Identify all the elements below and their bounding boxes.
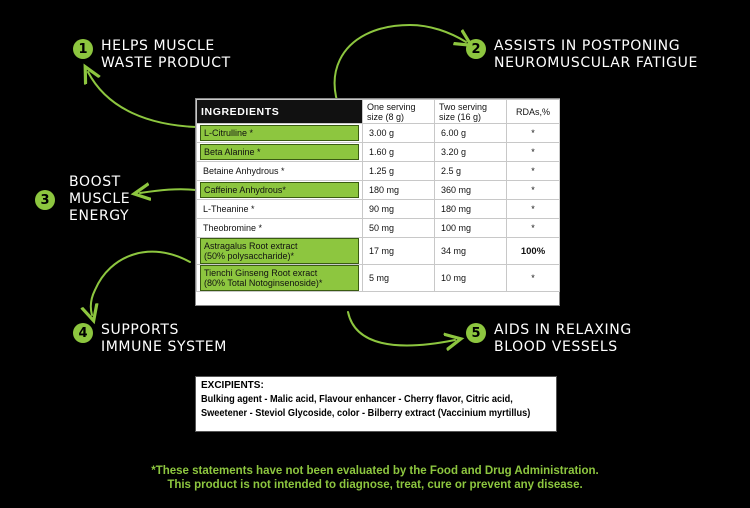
two-serving-value: 2.5 g	[434, 161, 507, 181]
benefit-4-text: SUPPORTS IMMUNE SYSTEM	[101, 322, 227, 355]
ingredient-name: Beta Alanine *	[196, 142, 363, 162]
number-badge-2: 2	[466, 39, 486, 59]
ingredient-name: Tienchi Ginseng Root exract(80% Total No…	[196, 264, 363, 292]
rdas-header: RDAs,%	[506, 99, 560, 124]
ingredient-name: L-Citrulline *	[196, 123, 363, 143]
rda-value: *	[506, 218, 560, 238]
arrow-to-benefit-1	[88, 72, 197, 128]
table-row: Tienchi Ginseng Root exract(80% Total No…	[196, 264, 560, 292]
one-serving-value: 17 mg	[362, 237, 435, 265]
benefit-1-text: HELPS MUSCLE WASTE PRODUCT	[101, 38, 231, 71]
table-row: Beta Alanine * 1.60 g 3.20 g *	[196, 142, 560, 162]
rda-value: *	[506, 142, 560, 162]
one-serving-value: 1.25 g	[362, 161, 435, 181]
rda-value: *	[506, 161, 560, 181]
two-serving-value: 34 mg	[434, 237, 507, 265]
excipients-title: EXCIPIENTS:	[201, 380, 264, 391]
ingredient-name: Caffeine Anhydrous*	[196, 180, 363, 200]
two-serving-value: 3.20 g	[434, 142, 507, 162]
table-row: Astragalus Root extract(50% polysacchari…	[196, 237, 560, 265]
arrow-to-benefit-3	[140, 189, 197, 193]
number-badge-1: 1	[73, 39, 93, 59]
two-serving-value: 180 mg	[434, 199, 507, 219]
benefit-2-text: ASSISTS IN POSTPONING NEUROMUSCULAR FATI…	[494, 38, 698, 71]
one-serving-value: 5 mg	[362, 264, 435, 292]
number-badge-4: 4	[73, 323, 93, 343]
disclaimer-line-1: *These statements have not been evaluate…	[151, 465, 599, 477]
table-row: L-Theanine * 90 mg 180 mg *	[196, 199, 560, 219]
disclaimer-line-2: This product is not intended to diagnose…	[167, 479, 583, 491]
rda-value: 100%	[506, 237, 560, 265]
one-serving-value: 3.00 g	[362, 123, 435, 143]
benefit-3: 3 BOOST MUSCLE ENERGY	[35, 174, 130, 225]
ingredients-header: INGREDIENTS	[196, 99, 363, 124]
table-row: L-Citrulline * 3.00 g 6.00 g *	[196, 123, 560, 143]
table-row: Theobromine * 50 mg 100 mg *	[196, 218, 560, 238]
arrow-to-benefit-5	[347, 311, 455, 345]
rda-value: *	[506, 180, 560, 200]
two-serving-value: 360 mg	[434, 180, 507, 200]
excipients-line-1: Bulking agent - Malic acid, Flavour enha…	[201, 394, 513, 405]
ingredient-name: L-Theanine *	[196, 199, 363, 219]
two-serving-value: 10 mg	[434, 264, 507, 292]
ingredient-name: Betaine Anhydrous *	[196, 161, 363, 181]
rda-value: *	[506, 199, 560, 219]
rda-value: *	[506, 264, 560, 292]
ingredient-name: Astragalus Root extract(50% polysacchari…	[196, 237, 363, 265]
one-serving-value: 1.60 g	[362, 142, 435, 162]
benefit-2: 2 ASSISTS IN POSTPONING NEUROMUSCULAR FA…	[466, 38, 698, 72]
rda-value: *	[506, 123, 560, 143]
excipients-box: EXCIPIENTS: Bulking agent - Malic acid, …	[195, 376, 557, 432]
one-serving-value: 90 mg	[362, 199, 435, 219]
table-row: Caffeine Anhydrous* 180 mg 360 mg *	[196, 180, 560, 200]
two-serving-value: 100 mg	[434, 218, 507, 238]
arrow-to-benefit-4	[91, 250, 191, 315]
number-badge-3: 3	[35, 190, 55, 210]
two-serving-value: 6.00 g	[434, 123, 507, 143]
excipients-line-2: Sweetener - Steviol Glycoside, color - B…	[201, 408, 531, 419]
ingredient-name: Theobromine *	[196, 218, 363, 238]
table-row: Betaine Anhydrous * 1.25 g 2.5 g *	[196, 161, 560, 181]
benefit-3-text: BOOST MUSCLE ENERGY	[69, 174, 131, 224]
benefit-4: 4 SUPPORTS IMMUNE SYSTEM	[73, 322, 227, 356]
benefit-5: 5 AIDS IN RELAXING BLOOD VESSELS	[466, 322, 632, 356]
benefit-1: 1 HELPS MUSCLE WASTE PRODUCT	[73, 38, 231, 72]
benefit-5-text: AIDS IN RELAXING BLOOD VESSELS	[494, 322, 632, 355]
number-badge-5: 5	[466, 323, 486, 343]
one-serving-value: 50 mg	[362, 218, 435, 238]
one-serving-value: 180 mg	[362, 180, 435, 200]
